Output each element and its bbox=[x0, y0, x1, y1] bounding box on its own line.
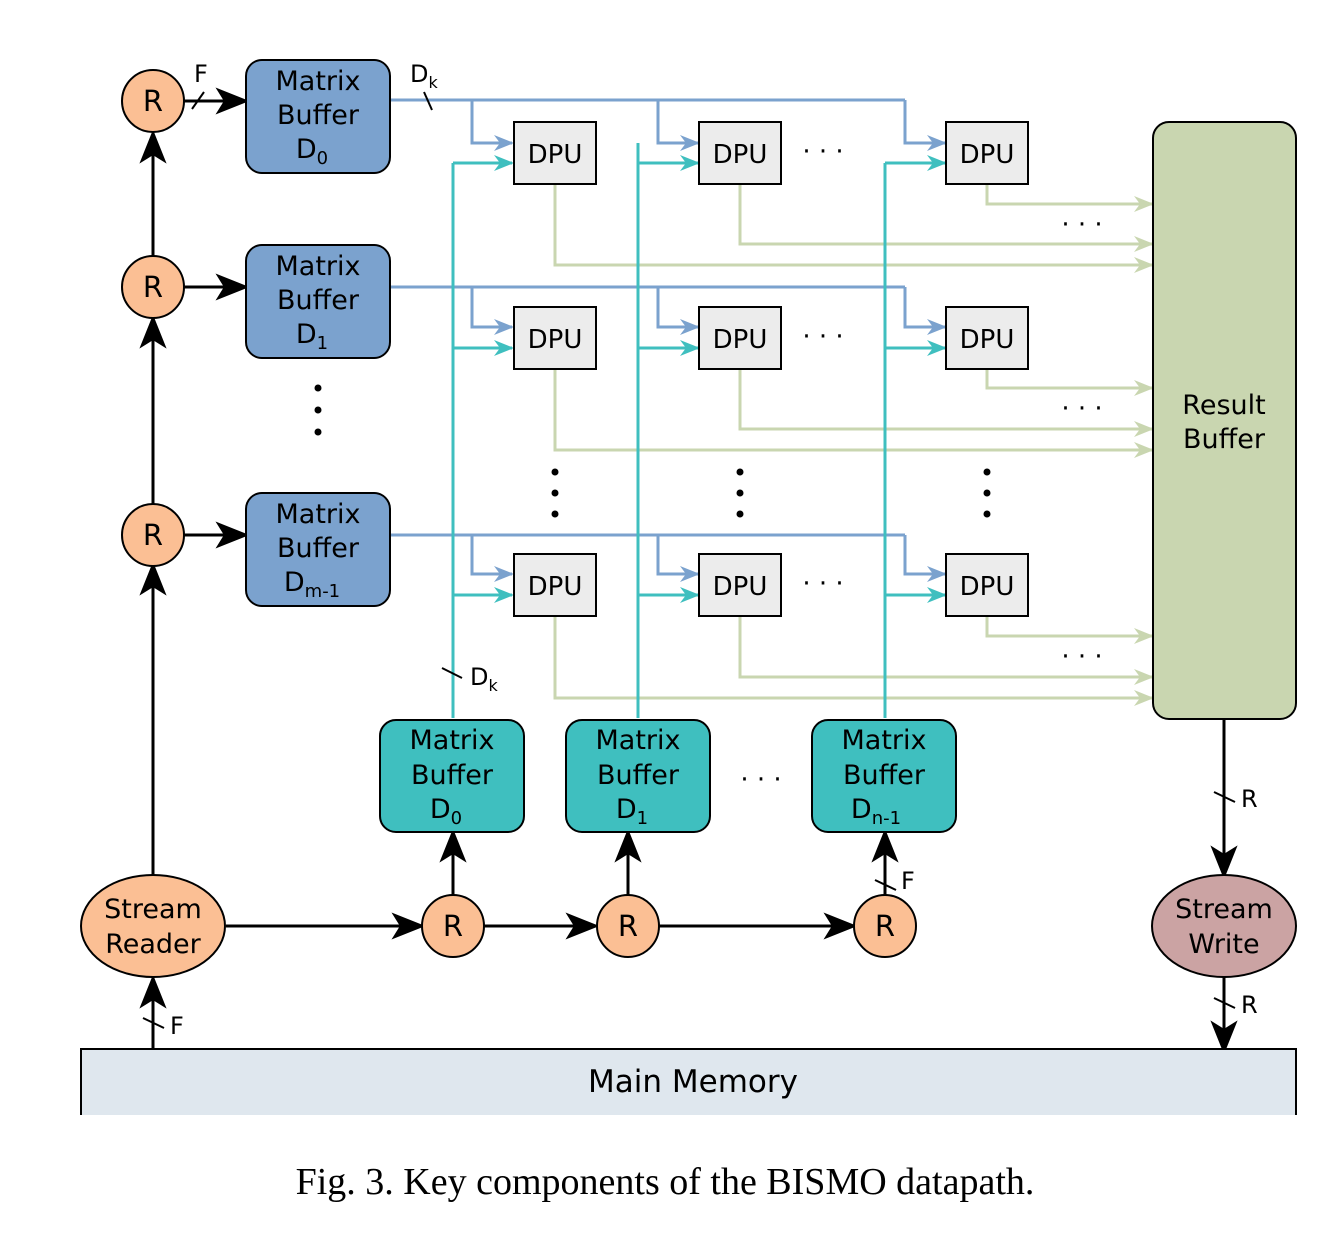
svg-text:DPU: DPU bbox=[960, 140, 1015, 170]
dpu-1-0: DPU bbox=[513, 306, 597, 370]
svg-text:Buffer: Buffer bbox=[277, 533, 360, 564]
svg-text:R: R bbox=[143, 84, 163, 118]
svg-text:D0: D0 bbox=[430, 794, 462, 829]
dpu-0-1: DPU bbox=[698, 121, 782, 185]
svg-text:Matrix: Matrix bbox=[595, 725, 680, 756]
svg-text:Dn-1: Dn-1 bbox=[851, 794, 901, 829]
col-operand-wires bbox=[451, 143, 947, 718]
register-col-n-1: R bbox=[853, 894, 917, 958]
col-matrix-buffer-0: Matrix Buffer D0 bbox=[379, 719, 525, 833]
svg-text:· · ·: · · · bbox=[1061, 394, 1102, 424]
row-matrix-buffer-1: Matrix Buffer D1 bbox=[245, 244, 391, 359]
dpu-vertical-ellipses bbox=[551, 468, 991, 518]
svg-text:· · ·: · · · bbox=[1061, 642, 1102, 672]
svg-text:DPU: DPU bbox=[713, 325, 768, 355]
svg-text:R: R bbox=[143, 518, 163, 552]
dpu-m-1-n-1: DPU bbox=[945, 553, 1029, 617]
svg-text:R: R bbox=[143, 270, 163, 304]
svg-text:Buffer: Buffer bbox=[1183, 424, 1266, 455]
register-row-0: R bbox=[121, 69, 185, 133]
dpu-0-0: DPU bbox=[513, 121, 597, 185]
svg-text:· · ·: · · · bbox=[802, 569, 843, 599]
row-operand-wires bbox=[390, 98, 947, 582]
svg-text:Matrix: Matrix bbox=[841, 725, 926, 756]
svg-text:Matrix: Matrix bbox=[275, 66, 360, 97]
row-matrix-buffer-0: Matrix Buffer D0 bbox=[245, 59, 391, 174]
svg-text:R: R bbox=[875, 909, 895, 943]
registers: R R R R R R bbox=[121, 69, 917, 958]
svg-text:Buffer: Buffer bbox=[597, 760, 680, 791]
svg-text:DPU: DPU bbox=[528, 572, 583, 602]
col-matrix-buffer-n-1: Matrix Buffer Dn-1 bbox=[811, 719, 957, 833]
svg-text:Matrix: Matrix bbox=[275, 251, 360, 282]
row-buffer-ellipsis bbox=[314, 384, 322, 436]
dpu-grid: DPU DPU DPU DPU DPU DPU DPU DPU DPU bbox=[513, 121, 1029, 617]
figure-caption: Fig. 3. Key components of the BISMO data… bbox=[295, 1161, 1035, 1203]
dpu-1-1: DPU bbox=[698, 306, 782, 370]
svg-text:R: R bbox=[618, 909, 638, 943]
svg-text:Buffer: Buffer bbox=[277, 285, 360, 316]
register-col-1: R bbox=[596, 894, 660, 958]
result-buffer: Result Buffer bbox=[1152, 121, 1297, 720]
dpu-1-n-1: DPU bbox=[945, 306, 1029, 370]
dpu-0-n-1: DPU bbox=[945, 121, 1029, 185]
col-buffer-ellipsis: · · · bbox=[740, 765, 781, 795]
col-matrix-buffer-1: Matrix Buffer D1 bbox=[565, 719, 711, 833]
svg-text:· · ·: · · · bbox=[1061, 210, 1102, 240]
dpu-ellipses: · · · · · · · · · · · · · · · · · · bbox=[802, 137, 1102, 672]
svg-text:DPU: DPU bbox=[960, 325, 1015, 355]
svg-text:Main Memory: Main Memory bbox=[588, 1064, 798, 1100]
bus-width-ticks bbox=[142, 91, 1236, 1029]
svg-text:DPU: DPU bbox=[528, 140, 583, 170]
svg-text:DPU: DPU bbox=[528, 325, 583, 355]
svg-text:Matrix: Matrix bbox=[409, 725, 494, 756]
svg-text:Stream: Stream bbox=[104, 894, 202, 925]
svg-text:Result: Result bbox=[1182, 390, 1265, 421]
svg-text:Buffer: Buffer bbox=[411, 760, 494, 791]
svg-text:Matrix: Matrix bbox=[275, 499, 360, 530]
svg-text:· · ·: · · · bbox=[802, 322, 843, 352]
bus-label-r-result: R bbox=[1241, 785, 1258, 813]
svg-text:D1: D1 bbox=[616, 794, 648, 829]
stream-write: Stream Write bbox=[1151, 874, 1297, 978]
register-row-1: R bbox=[121, 255, 185, 319]
svg-text:D0: D0 bbox=[296, 134, 328, 169]
result-wires bbox=[553, 184, 1154, 706]
svg-text:Buffer: Buffer bbox=[277, 100, 360, 131]
svg-text:DPU: DPU bbox=[960, 572, 1015, 602]
svg-text:· · ·: · · · bbox=[802, 137, 843, 167]
bus-label-f-reader: F bbox=[170, 1012, 184, 1040]
svg-text:D1: D1 bbox=[296, 319, 328, 354]
stream-wires bbox=[139, 87, 1238, 1055]
svg-text:DPU: DPU bbox=[713, 572, 768, 602]
svg-text:Reader: Reader bbox=[105, 929, 201, 960]
register-col-0: R bbox=[421, 894, 485, 958]
bus-label-r-memory: R bbox=[1241, 991, 1258, 1019]
bus-label-f-col: F bbox=[901, 867, 915, 895]
svg-text:R: R bbox=[443, 909, 463, 943]
svg-text:Stream: Stream bbox=[1175, 894, 1273, 925]
svg-text:Dm-1: Dm-1 bbox=[284, 567, 340, 602]
bus-label-f-top: F bbox=[194, 60, 208, 88]
dpu-m-1-1: DPU bbox=[698, 553, 782, 617]
svg-text:DPU: DPU bbox=[713, 140, 768, 170]
dpu-m-1-0: DPU bbox=[513, 553, 597, 617]
row-matrix-buffer-m-1: Matrix Buffer Dm-1 bbox=[245, 492, 391, 607]
bismo-datapath-diagram: F Dk Dk F F R R Result Buffer Matrix Buf… bbox=[80, 59, 1297, 1115]
stream-reader: Stream Reader bbox=[80, 874, 226, 978]
bus-label-dk-bottom: Dk bbox=[470, 663, 498, 695]
register-row-m-1: R bbox=[121, 503, 185, 567]
svg-text:Buffer: Buffer bbox=[843, 760, 926, 791]
main-memory: Main Memory bbox=[80, 1048, 1297, 1115]
svg-text:Write: Write bbox=[1188, 929, 1259, 960]
bus-label-dk-top: Dk bbox=[410, 60, 438, 92]
